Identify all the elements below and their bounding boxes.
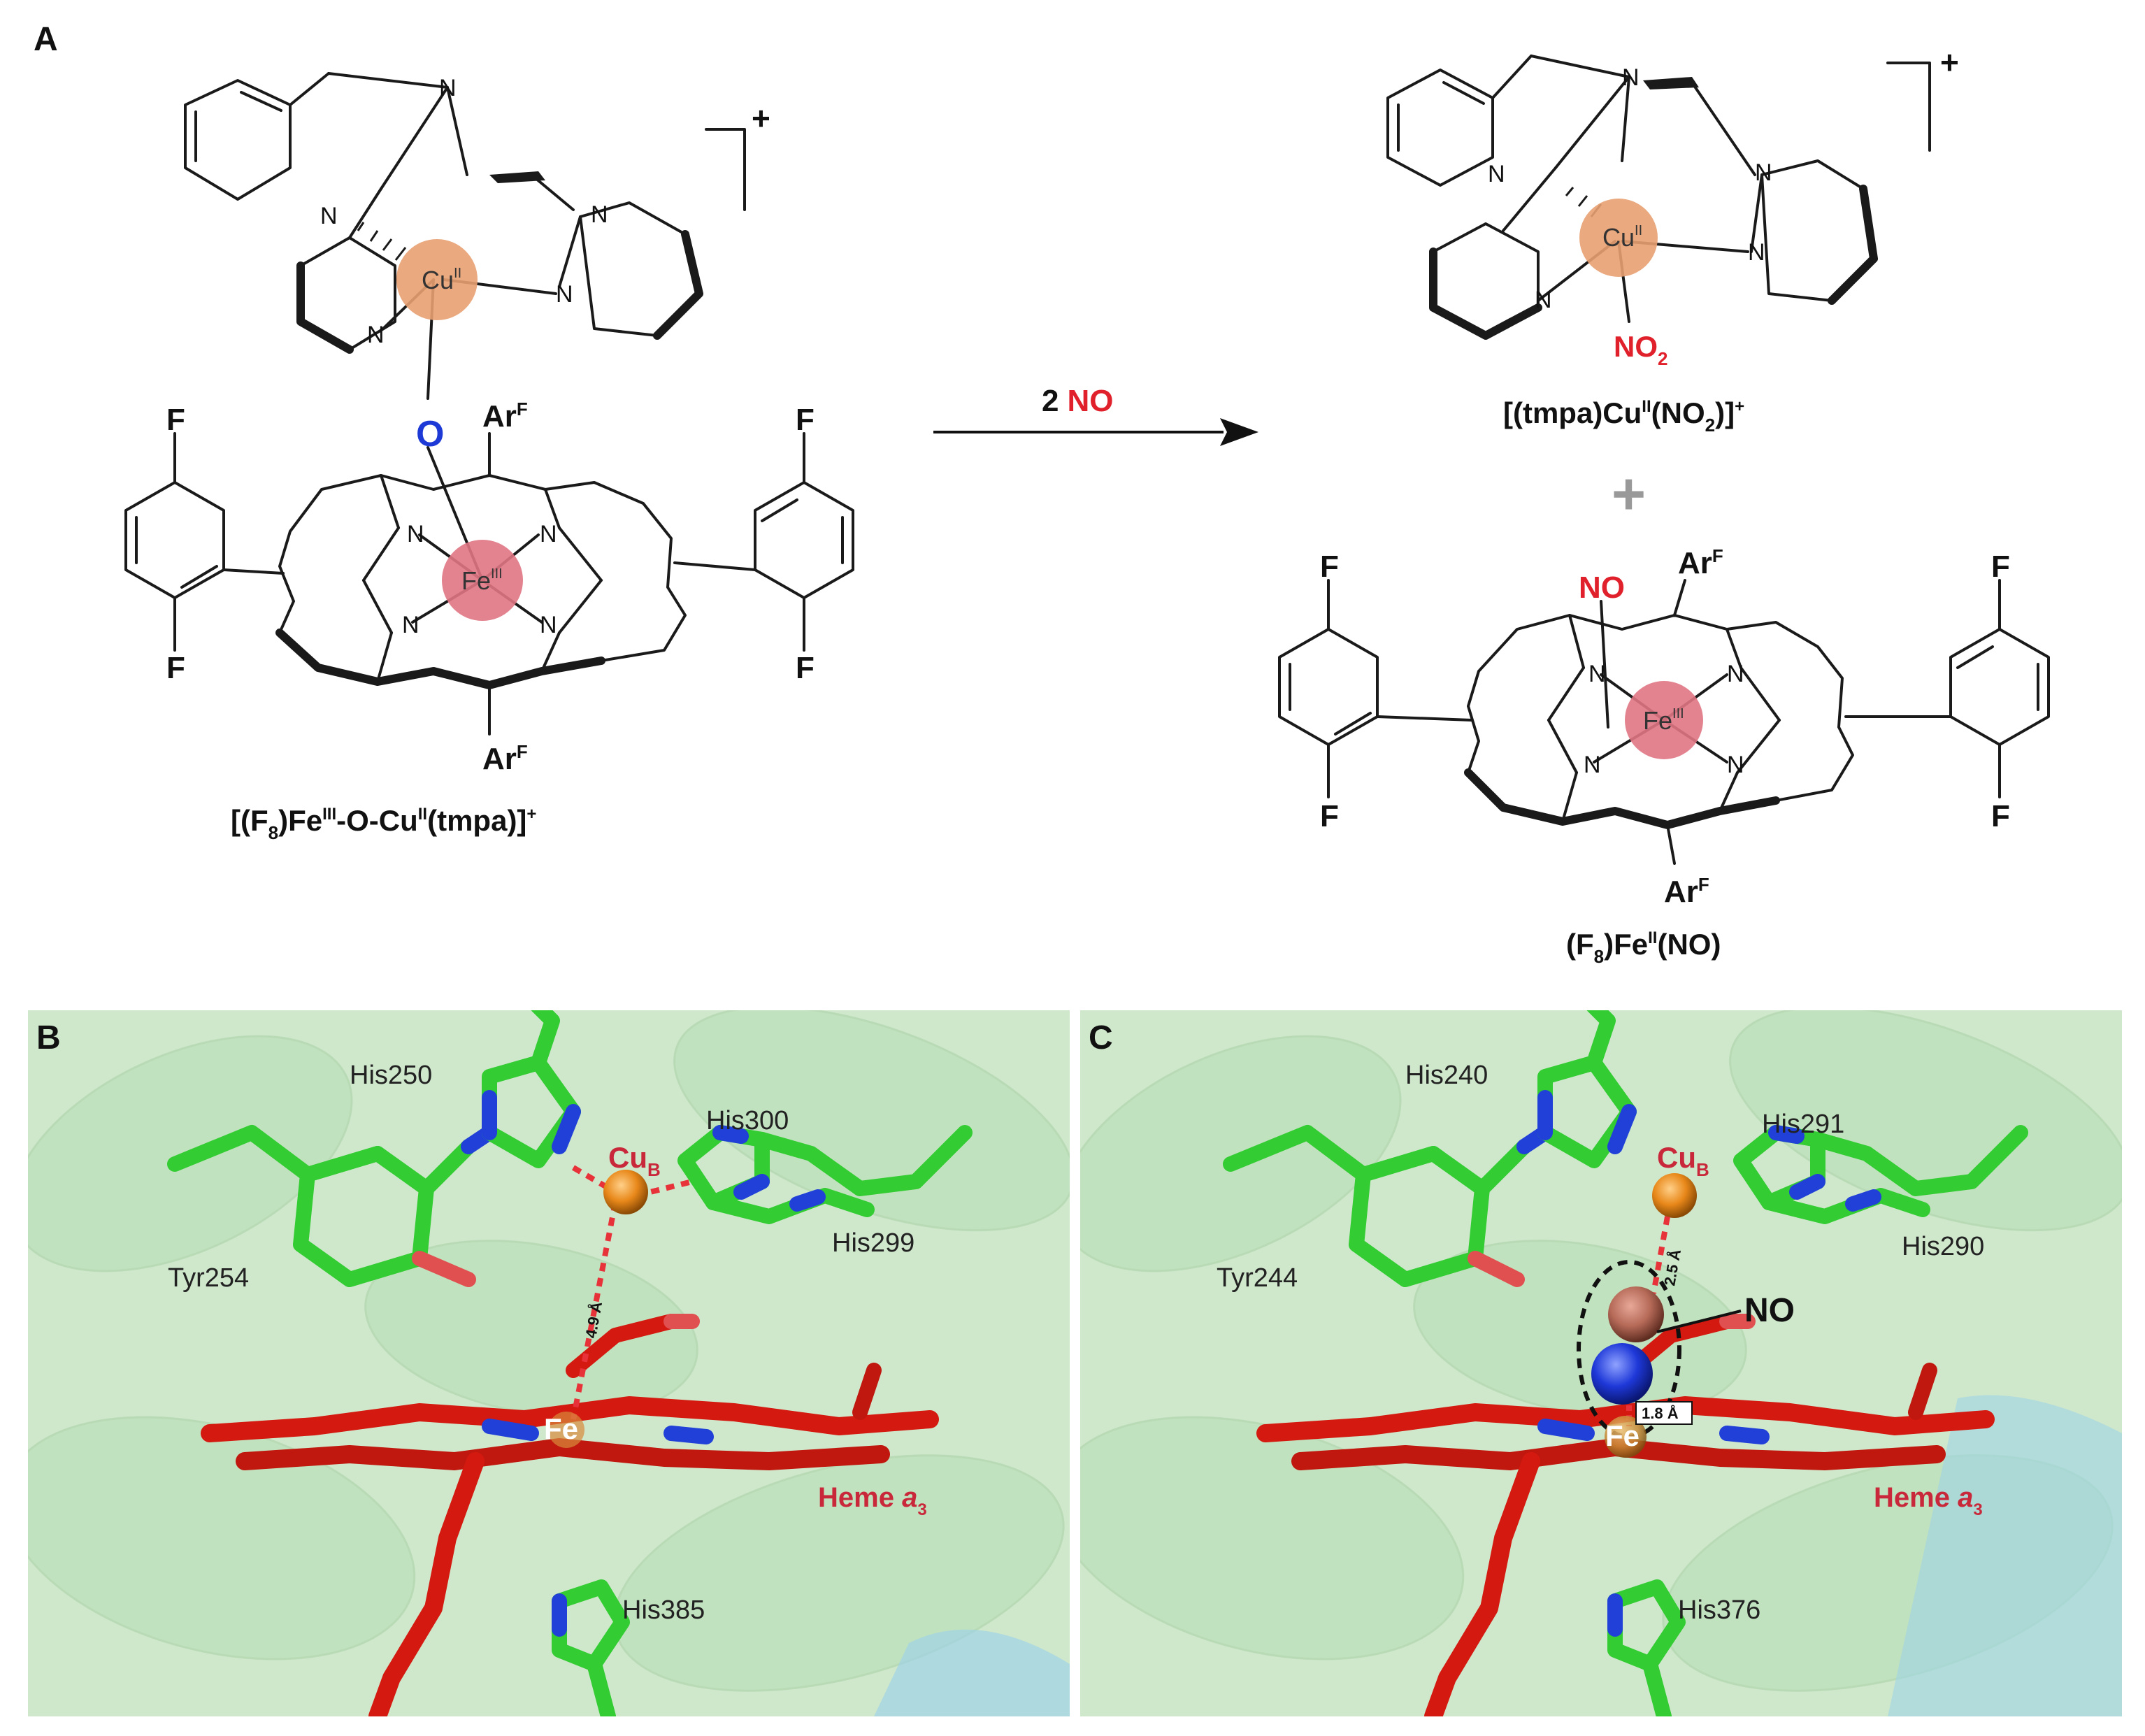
- product2-n-atoms: N N N N: [1584, 661, 1744, 778]
- residue-label: Tyr254: [168, 1263, 249, 1293]
- panel-c-no-label: NO: [1744, 1292, 1795, 1329]
- panel-c-cub: CuB: [1657, 1141, 1709, 1180]
- panel-label-b: B: [36, 1019, 61, 1056]
- n-atom: N: [1622, 64, 1640, 91]
- product1-charge: +: [1940, 44, 1959, 80]
- product2-fe-label: FeIII: [1643, 706, 1684, 735]
- product2-f-right-bottom: F: [1991, 799, 2010, 833]
- reactant-cu-label: CuII: [422, 266, 461, 294]
- n-atom: N: [1727, 752, 1744, 778]
- panel-b: [28, 1010, 1070, 1716]
- product2-f-left-top: F: [1320, 550, 1339, 584]
- panel-c-heme: Heme a3: [1874, 1482, 1983, 1519]
- residue-label: His299: [832, 1228, 914, 1258]
- residue-label: Tyr244: [1217, 1263, 1298, 1293]
- n-atom: N: [1727, 661, 1744, 687]
- reactant-structure: [124, 72, 854, 736]
- product1-name: [(tmpa)CuII(NO2)]+: [1503, 396, 1744, 436]
- n-atom: N: [540, 612, 557, 638]
- product2-no-label: NO: [1579, 571, 1625, 605]
- reactant-bridge-o: O: [416, 414, 444, 454]
- product1-cu-label: CuII: [1602, 223, 1642, 252]
- n-atom: N: [1755, 159, 1772, 186]
- n-atom: N: [556, 281, 573, 308]
- product1-n-atoms: N N N N N: [1488, 64, 1772, 313]
- panel-b-cub: CuB: [608, 1141, 661, 1180]
- product2-name: (F8)FeII(NO): [1566, 928, 1721, 967]
- panel-b-fe: Fe: [544, 1412, 578, 1445]
- product2-arf-top: ArF: [1678, 545, 1723, 580]
- n-atom: N: [439, 75, 457, 101]
- residue-label: His250: [350, 1061, 432, 1090]
- reactant-charge: +: [752, 100, 770, 136]
- reactant-arf-top: ArF: [482, 399, 528, 433]
- residue-label: His376: [1678, 1595, 1760, 1625]
- residue-label: His290: [1902, 1232, 1984, 1261]
- product2-structure: [1278, 579, 2050, 865]
- panel-label-c: C: [1089, 1019, 1113, 1056]
- reactant-name: [(F8)FeIII-O-CuII(tmpa)]+: [231, 804, 536, 843]
- residue-label: His300: [706, 1106, 789, 1135]
- reactant-fe-label: FeIII: [461, 566, 503, 595]
- residue-label: His291: [1762, 1110, 1844, 1139]
- n-atom: N: [1748, 239, 1765, 266]
- reactant-f-right-bottom: F: [796, 651, 815, 685]
- n-atom: N: [540, 521, 557, 547]
- product1-structure: [1386, 55, 1931, 340]
- reactant-arf-bottom: ArF: [482, 741, 528, 776]
- n-atom: N: [1584, 752, 1601, 778]
- n-atom: N: [407, 521, 424, 547]
- n-atom: N: [320, 203, 338, 229]
- panel-c: [1080, 1010, 2122, 1716]
- product1-no2-label: NO2: [1614, 330, 1667, 369]
- n-atom: N: [1588, 661, 1606, 687]
- product2-f-left-bottom: F: [1320, 799, 1339, 833]
- product2-arf-bottom: ArF: [1664, 874, 1709, 909]
- panel-label-a: A: [34, 21, 58, 58]
- panel-b-labels: His250 His300 Tyr254 His299 His385: [168, 1061, 914, 1625]
- panel-b-heme: Heme a3: [818, 1482, 927, 1519]
- n-atom: N: [402, 612, 419, 638]
- reactant-n-atoms: N N N N N N N N N: [320, 75, 608, 638]
- residue-label: His385: [622, 1595, 705, 1625]
- panel-c-distance-fe-box: 1.8 Å: [1635, 1401, 1693, 1425]
- n-atom: N: [1488, 161, 1505, 187]
- reactant-f-top: F: [166, 403, 185, 437]
- panel-c-labels: His240 His291 Tyr244 His290 His376: [1217, 1061, 1984, 1625]
- n-atom: N: [367, 322, 385, 348]
- plus-sign: +: [1612, 461, 1646, 526]
- product2-f-right-top: F: [1991, 550, 2010, 584]
- n-atom: N: [591, 201, 608, 228]
- panel-c-fe: Fe: [1605, 1419, 1640, 1452]
- panel-c-distance-fe: 1.8 Å: [1642, 1404, 1679, 1422]
- reactant-f-bottom: F: [166, 651, 185, 685]
- reactant-f-right-top: F: [796, 403, 815, 437]
- n-atom: N: [1535, 287, 1552, 313]
- residue-label: His240: [1405, 1061, 1488, 1090]
- reaction-arrow: [933, 418, 1258, 446]
